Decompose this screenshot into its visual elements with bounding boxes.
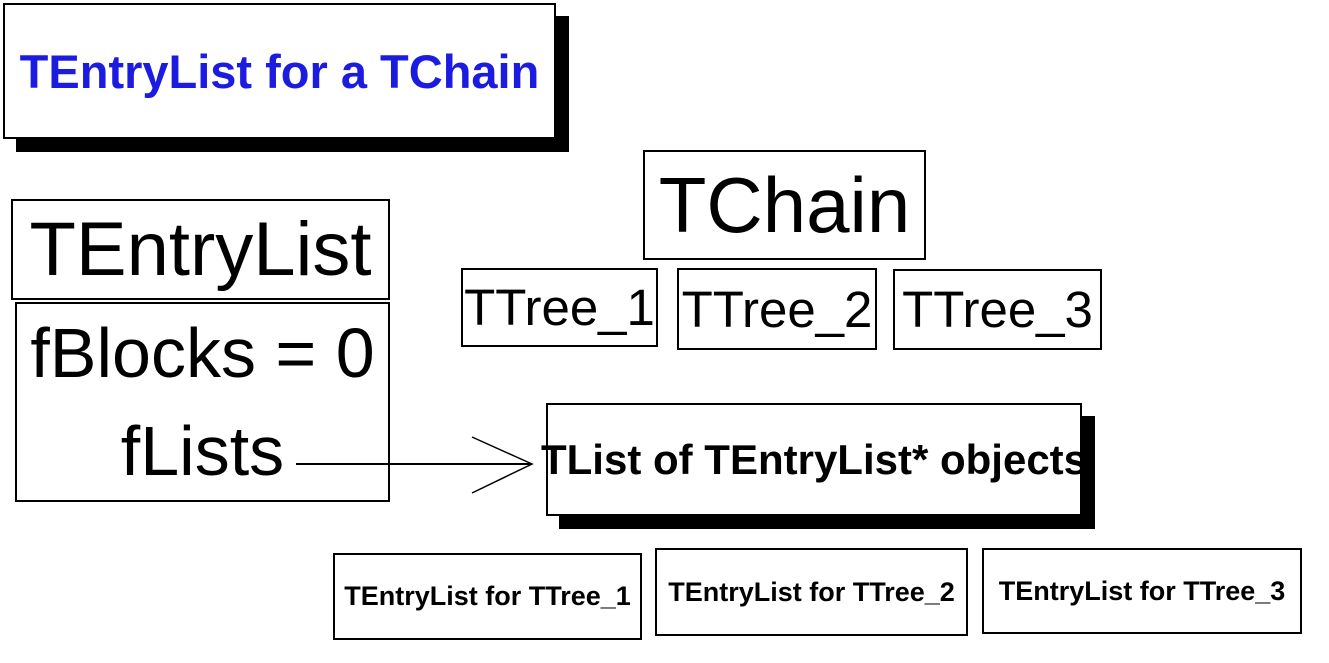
- ttree3-label: TTree_3: [902, 281, 1093, 338]
- entrylist-for-ttree3-box: TEntryList for TTree_3: [982, 548, 1302, 634]
- tentrylist-header-box: TEntryList: [11, 199, 390, 300]
- field-flists-label: fLists: [120, 412, 285, 490]
- tentrylist-body-box: fBlocks = 0 fLists: [15, 302, 390, 502]
- arrow-head: [471, 436, 534, 494]
- tlist-box: TList of TEntryList* objects: [541, 403, 1087, 516]
- entrylist-for-ttree2-label: TEntryList for TTree_2: [668, 576, 955, 607]
- title-box: TEntryList for a TChain: [3, 3, 556, 139]
- entrylist-for-ttree3-label: TEntryList for TTree_3: [998, 575, 1286, 606]
- ttree1-label: TTree_1: [464, 279, 655, 336]
- tlist-label: TList of TEntryList* objects: [540, 435, 1088, 483]
- ttree1-box: TTree_1: [461, 268, 658, 347]
- ttree2-label: TTree_2: [681, 280, 873, 338]
- ttree2-box: TTree_2: [677, 268, 877, 350]
- flists-arrow-icon: [296, 436, 534, 494]
- ttree3-box: TTree_3: [893, 269, 1102, 350]
- entrylist-for-ttree1-label: TEntryList for TTree_1: [344, 581, 631, 611]
- tchain-label: TChain: [658, 161, 911, 249]
- entrylist-for-ttree1-box: TEntryList for TTree_1: [333, 553, 642, 640]
- title-text: TEntryList for a TChain: [19, 44, 540, 98]
- tentrylist-class-name: TEntryList: [29, 206, 372, 292]
- tchain-box: TChain: [643, 150, 926, 260]
- entrylist-for-ttree2-box: TEntryList for TTree_2: [655, 548, 968, 636]
- field-fblocks: fBlocks = 0: [17, 304, 388, 402]
- field-flists: fLists: [17, 402, 388, 500]
- field-fblocks-label: fBlocks = 0: [30, 314, 375, 392]
